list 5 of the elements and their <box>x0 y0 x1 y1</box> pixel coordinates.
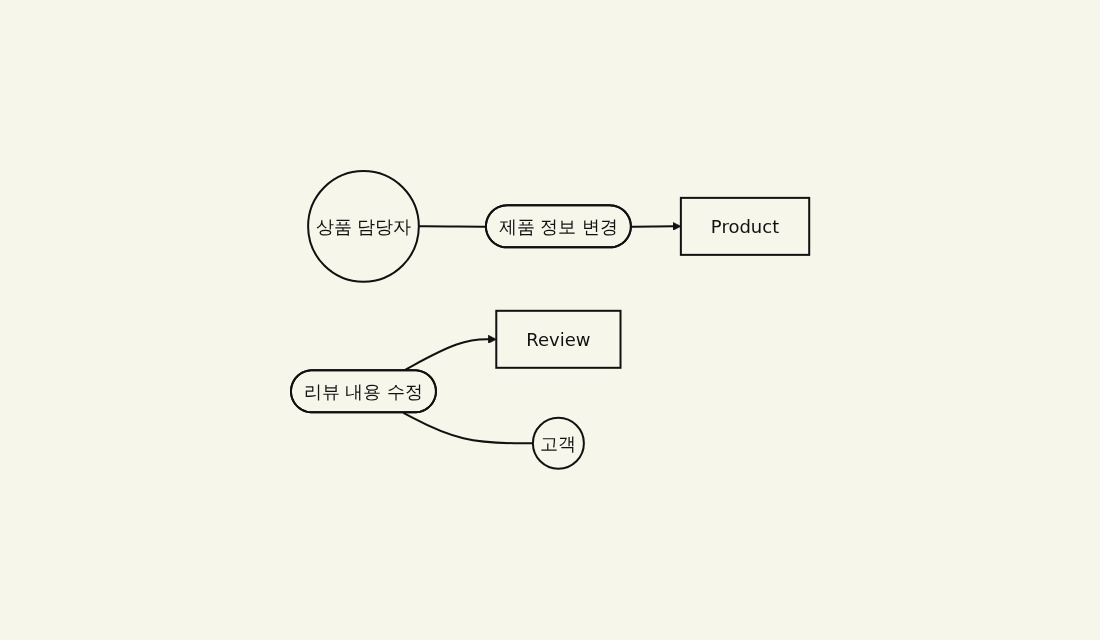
node-circle: 상품 담당자 <box>307 170 420 283</box>
node-circle: 고객 <box>531 416 585 470</box>
node-box: Product <box>679 196 811 256</box>
node-box: Review <box>495 309 622 369</box>
arrow <box>402 335 497 372</box>
